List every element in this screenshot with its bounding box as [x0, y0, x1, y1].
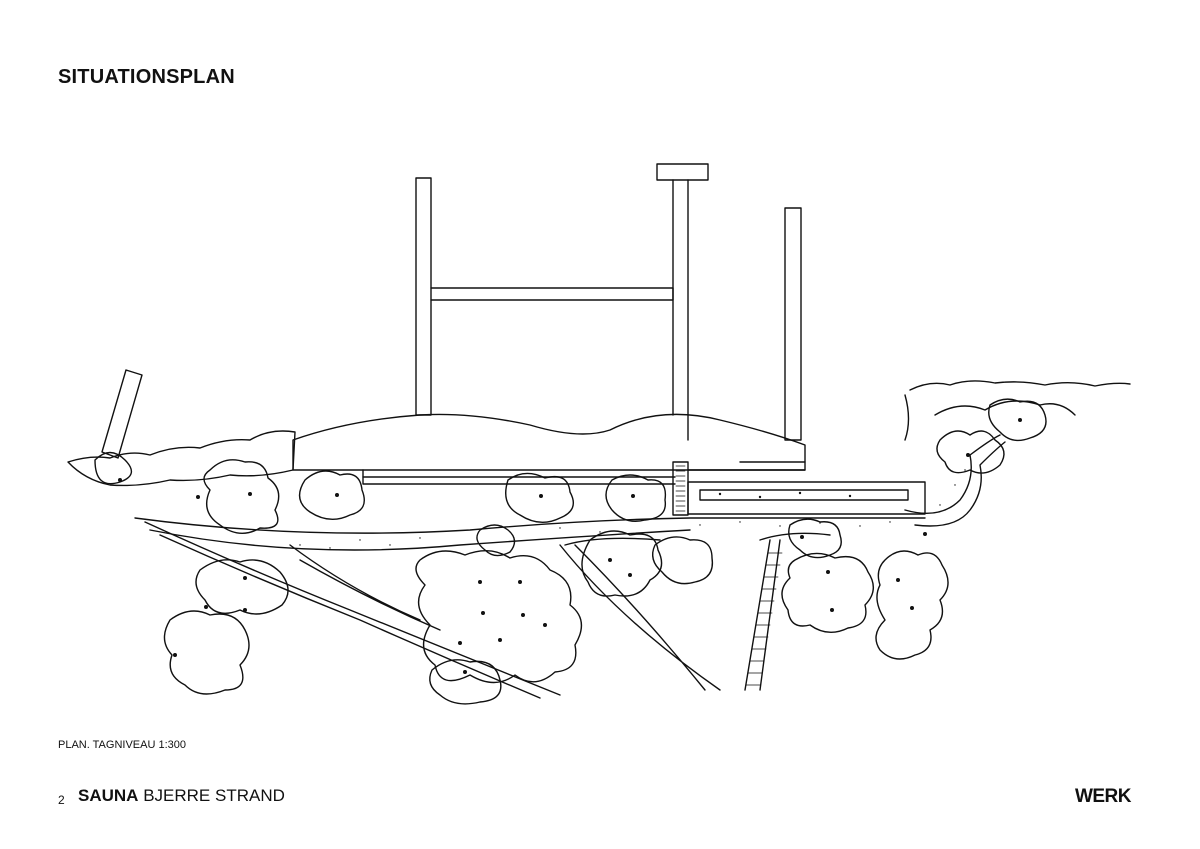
- project-title-bold: SAUNA: [78, 786, 139, 805]
- project-title: SAUNA BJERRE STRAND: [78, 786, 285, 806]
- coastline: [67, 430, 296, 487]
- old-post: [101, 369, 143, 459]
- stairs: [745, 552, 783, 686]
- vegetation-right: [904, 380, 1131, 441]
- pier: [415, 163, 802, 441]
- brand-logo: WERK: [1074, 786, 1132, 807]
- project-title-rest: BJERRE STRAND: [143, 786, 285, 805]
- page-title: SITUATIONSPLAN: [58, 66, 235, 88]
- sauna-building: [292, 413, 926, 516]
- shrubs: [94, 398, 1047, 705]
- drawing-caption: PLAN. TAGNIVEAU 1:300: [58, 739, 186, 751]
- paths: [134, 434, 1006, 699]
- sand-texture: [299, 469, 966, 549]
- page-number: 2: [58, 793, 65, 807]
- tree-markers: [118, 418, 1022, 674]
